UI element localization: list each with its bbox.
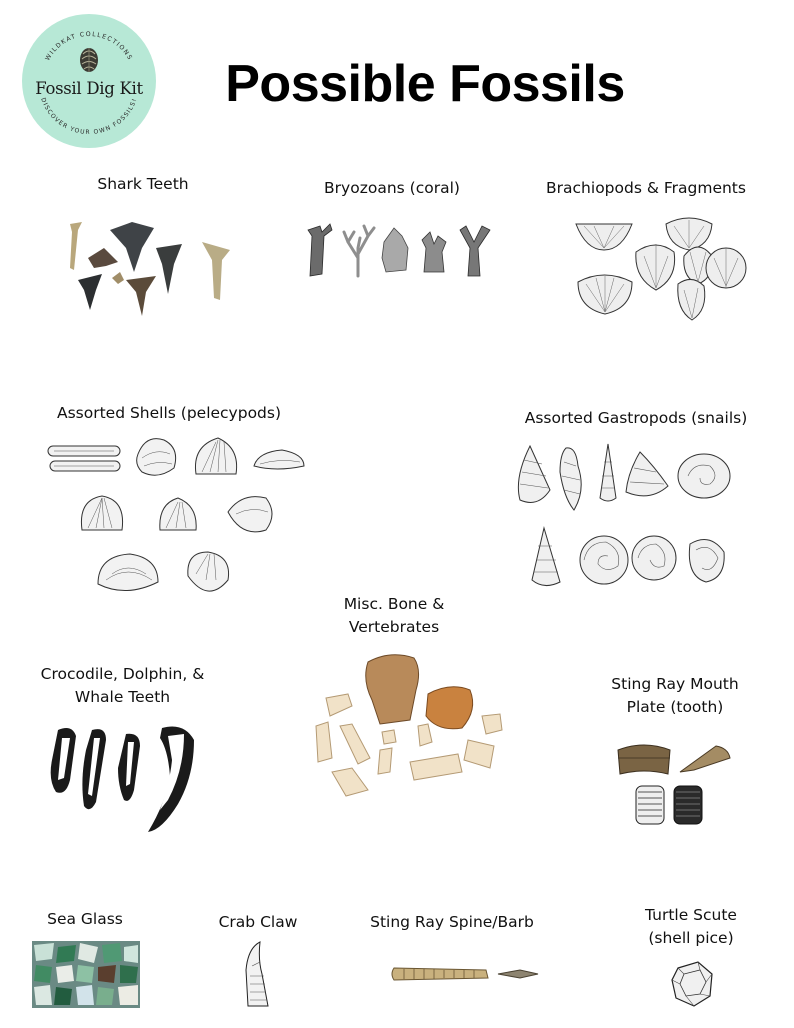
label-sea-glass: Sea Glass [47,910,123,928]
label-crab-claw: Crab Claw [218,913,298,931]
label-mouth-plate: Sting Ray Mouth Plate (tooth) [611,675,739,716]
label-turtle-scute: Turtle Scute (shell pice) [645,906,737,947]
label-bryozoans: Bryozoans (coral) [324,179,460,197]
bryozoans-image [307,223,491,278]
sting-ray-spine-image [391,967,539,981]
crab-claw-image [245,941,269,1007]
logo-tagline-arc: DISCOVER YOUR OWN FOSSILS! [39,97,137,136]
label-croc-teeth: Crocodile, Dolphin, & Whale Teeth [40,665,205,706]
brachiopods-image [575,217,747,321]
fossil-icon [80,48,98,72]
brand-logo: WILDKAT COLLECTIONS DISCOVER YOUR OWN FO… [22,14,156,148]
turtle-scute-image [671,961,713,1007]
logo-title: Fossil Dig Kit [35,79,143,98]
page-title: Possible Fossils [225,55,625,113]
sea-glass-image [32,941,140,1008]
label-assorted-shells: Assorted Shells (pelecypods) [56,404,282,422]
bone-vertebrates-image [315,654,503,797]
label-shark-teeth: Shark Teeth [97,175,189,193]
label-misc-bone: Misc. Bone & Vertebrates [343,595,445,636]
shark-teeth-image [70,222,230,316]
logo-badge-graphic: WILDKAT COLLECTIONS DISCOVER YOUR OWN FO… [39,31,138,136]
assorted-shells-image [47,437,305,592]
croc-dolphin-whale-teeth-image [50,726,194,832]
gastropods-image [517,443,731,586]
label-sting-ray-spine: Sting Ray Spine/Barb [370,913,534,931]
svg-text:DISCOVER YOUR OWN FOSSILS!: DISCOVER YOUR OWN FOSSILS! [39,97,138,136]
sting-ray-mouth-plate-image [617,744,731,825]
label-gastropods: Assorted Gastropods (snails) [524,409,748,427]
label-brachiopods: Brachiopods & Fragments [546,179,746,197]
